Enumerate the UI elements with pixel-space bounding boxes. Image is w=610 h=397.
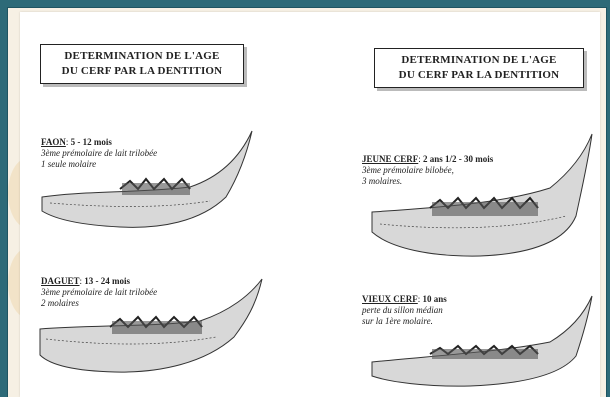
title-line-2: DU CERF PAR LA DENTITION [381,68,577,83]
title-line-2: DU CERF PAR LA DENTITION [47,64,237,79]
jeune-cerf-jaw-drawing [370,132,595,272]
title-line-1: DETERMINATION DE L'AGE [381,53,577,68]
title-line-1: DETERMINATION DE L'AGE [47,49,237,64]
document-page: DETERMINATION DE L'AGE DU CERF PAR LA DE… [20,12,600,397]
left-title-box: DETERMINATION DE L'AGE DU CERF PAR LA DE… [40,44,244,84]
page-frame: DETERMINATION DE L'AGE DU CERF PAR LA DE… [7,7,607,397]
daguet-jaw-drawing [40,277,265,387]
vieux-cerf-jaw-drawing [370,292,595,392]
faon-jaw-drawing [40,127,260,237]
right-title-box: DETERMINATION DE L'AGE DU CERF PAR LA DE… [374,48,584,88]
